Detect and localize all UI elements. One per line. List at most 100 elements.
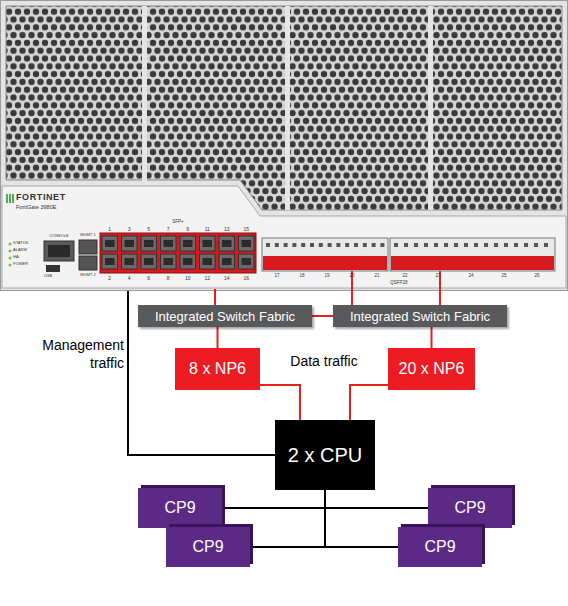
sfp-port: [180, 254, 196, 269]
sfp-port-slot: [105, 258, 115, 265]
panel-marking: FORTINET: [16, 192, 86, 203]
switch-fabric-box: Integrated Switch Fabric: [138, 305, 312, 327]
qsfp-led: [345, 243, 349, 247]
qsfp-led: [354, 243, 358, 247]
qsfp-led: [319, 243, 323, 247]
panel-marking: 5: [142, 226, 156, 232]
cp9-box: CP9: [166, 527, 250, 567]
panel-marking: 19: [320, 273, 334, 278]
connector: [260, 385, 300, 420]
port-wires: [215, 271, 440, 305]
cp9-box: CP9: [398, 527, 482, 567]
qsfp-led: [266, 243, 270, 247]
panel-marking: 12: [200, 275, 214, 281]
cpu-box: 2 x CPU: [275, 420, 375, 490]
panel-marking: 9: [181, 226, 195, 232]
panel-marking: 23: [431, 273, 445, 278]
sfp-port-slot: [242, 240, 252, 247]
qsfp-led: [524, 243, 528, 247]
panel-marking: 20: [345, 273, 359, 278]
sfp-port-slot: [144, 258, 154, 265]
connector: [217, 327, 219, 348]
qsfp-led: [544, 243, 548, 247]
connector: [312, 315, 333, 317]
sfp-port: [219, 254, 235, 269]
node-label: 2 x CPU: [288, 444, 362, 467]
mgmt-port: [79, 240, 97, 254]
panel-marking: 11: [200, 226, 214, 232]
panel-marking: STATUS: [13, 241, 39, 246]
panel-marking: 1: [103, 226, 117, 232]
qsfp-led: [404, 243, 408, 247]
qsfp-port-block: [390, 238, 555, 271]
sfp-port: [102, 236, 118, 251]
vent-grille: [6, 6, 562, 210]
node-label: CP9: [164, 499, 195, 517]
panel-marking: SFP+: [165, 219, 191, 224]
chassis: [1, 1, 568, 291]
node-label: Integrated Switch Fabric: [350, 309, 490, 324]
qsfp-led: [504, 243, 508, 247]
qsfp-led: [464, 243, 468, 247]
qsfp-led: [328, 243, 332, 247]
node-label: Integrated Switch Fabric: [155, 309, 295, 324]
sfp-port: [122, 254, 138, 269]
qsfp-led: [534, 243, 538, 247]
panel-marking: HA: [13, 255, 39, 260]
panel-marking: POWER: [13, 262, 39, 267]
sfp-port-slot: [222, 240, 232, 247]
node-label: 8 x NP6: [189, 360, 246, 378]
qsfp-led: [292, 243, 296, 247]
processor-box: 20 x NP6: [388, 348, 475, 390]
console-port: [44, 241, 74, 261]
sfp-port: [122, 236, 138, 251]
sfp-port-slot: [203, 258, 213, 265]
qsfp-leds: [266, 243, 548, 247]
connector: [250, 490, 325, 547]
sfp-port-slot: [164, 240, 174, 247]
sfp-port: [161, 254, 177, 269]
panel-marking: 17: [270, 273, 284, 278]
qsfp-led: [372, 243, 376, 247]
qsfp-led: [310, 243, 314, 247]
connector: [431, 327, 433, 348]
switch-fabric-box: Integrated Switch Fabric: [333, 305, 507, 327]
sfp-port-slot: [105, 240, 115, 247]
sfp-port: [102, 254, 118, 269]
vent-divider: [428, 6, 433, 210]
connector: [350, 385, 388, 420]
panel-marking: 18: [295, 273, 309, 278]
panel-marking: 26: [530, 273, 544, 278]
vent-divider: [142, 6, 147, 182]
panel-marking: 8: [161, 275, 175, 281]
panel-marking: 6: [142, 275, 156, 281]
qsfp-led: [336, 243, 340, 247]
node-label: CP9: [192, 538, 223, 556]
panel-marking: 16: [239, 275, 253, 281]
status-leds: [9, 243, 12, 267]
qsfp-led: [414, 243, 418, 247]
sfp-port: [141, 236, 157, 251]
qsfp-led: [424, 243, 428, 247]
qsfp-led: [434, 243, 438, 247]
panel-marking: FortiGate 3980E: [16, 204, 86, 211]
qsfp-port-strip: [263, 256, 387, 270]
panel-marking: MGMT 2: [76, 273, 100, 278]
sfp-port-slot: [222, 258, 232, 265]
qsfp-led: [380, 243, 384, 247]
panel-marking: 25: [497, 273, 511, 278]
panel-marking: 15: [239, 226, 253, 232]
mgmt-port: [79, 256, 97, 270]
panel-marking: 2: [103, 275, 117, 281]
cp9-box: CP9: [428, 488, 512, 528]
panel-marking: 4: [122, 275, 136, 281]
sfp-ports: [102, 236, 254, 269]
qsfp-led: [301, 243, 305, 247]
connector: [222, 490, 325, 508]
annotation-label: Management traffic: [14, 336, 124, 372]
sfp-port: [180, 236, 196, 251]
sfp-port-slot: [183, 240, 193, 247]
sfp-port: [239, 254, 255, 269]
panel-marking: MGMT 1: [76, 233, 100, 238]
